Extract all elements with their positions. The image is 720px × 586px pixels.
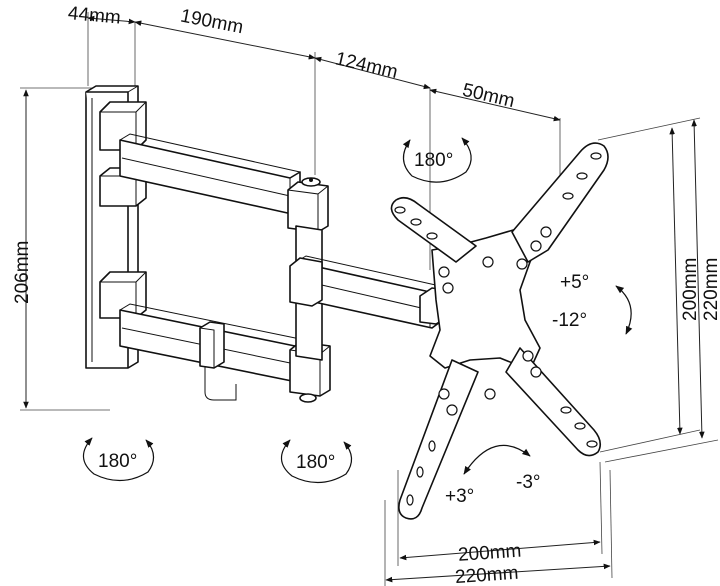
dim-second-arm: 124mm	[333, 48, 399, 83]
rotation-level-minus: -3°	[516, 472, 541, 493]
dimension-lines	[20, 12, 719, 586]
rotation-swivel-top: 180°	[414, 150, 453, 171]
rotation-level-plus: +3°	[445, 486, 474, 507]
dim-first-arm: 190mm	[179, 6, 245, 39]
rotation-tilt-down: -12°	[552, 310, 587, 331]
dim-wall-plate-depth: 44mm	[67, 3, 121, 29]
dim-vesa-horizontal-outer: 220mm	[454, 563, 519, 586]
rotation-swivel-bottom-left: 180°	[98, 451, 137, 472]
second-arm	[289, 225, 447, 361]
dim-bracket-offset: 50mm	[460, 80, 516, 112]
dim-vesa-horizontal-inner: 200mm	[457, 541, 522, 566]
rotation-arcs	[82, 137, 633, 484]
first-arm-lower	[99, 271, 331, 403]
rotation-swivel-bottom-mid: 180°	[296, 452, 335, 473]
first-arm-upper	[99, 101, 329, 233]
dim-wall-plate-height: 206mm	[12, 241, 33, 304]
dim-vesa-vertical-inner: 200mm	[680, 258, 701, 321]
rotation-tilt-up: +5°	[560, 272, 589, 293]
vesa-plate	[390, 142, 609, 520]
dim-vesa-vertical-outer: 220mm	[701, 258, 720, 321]
